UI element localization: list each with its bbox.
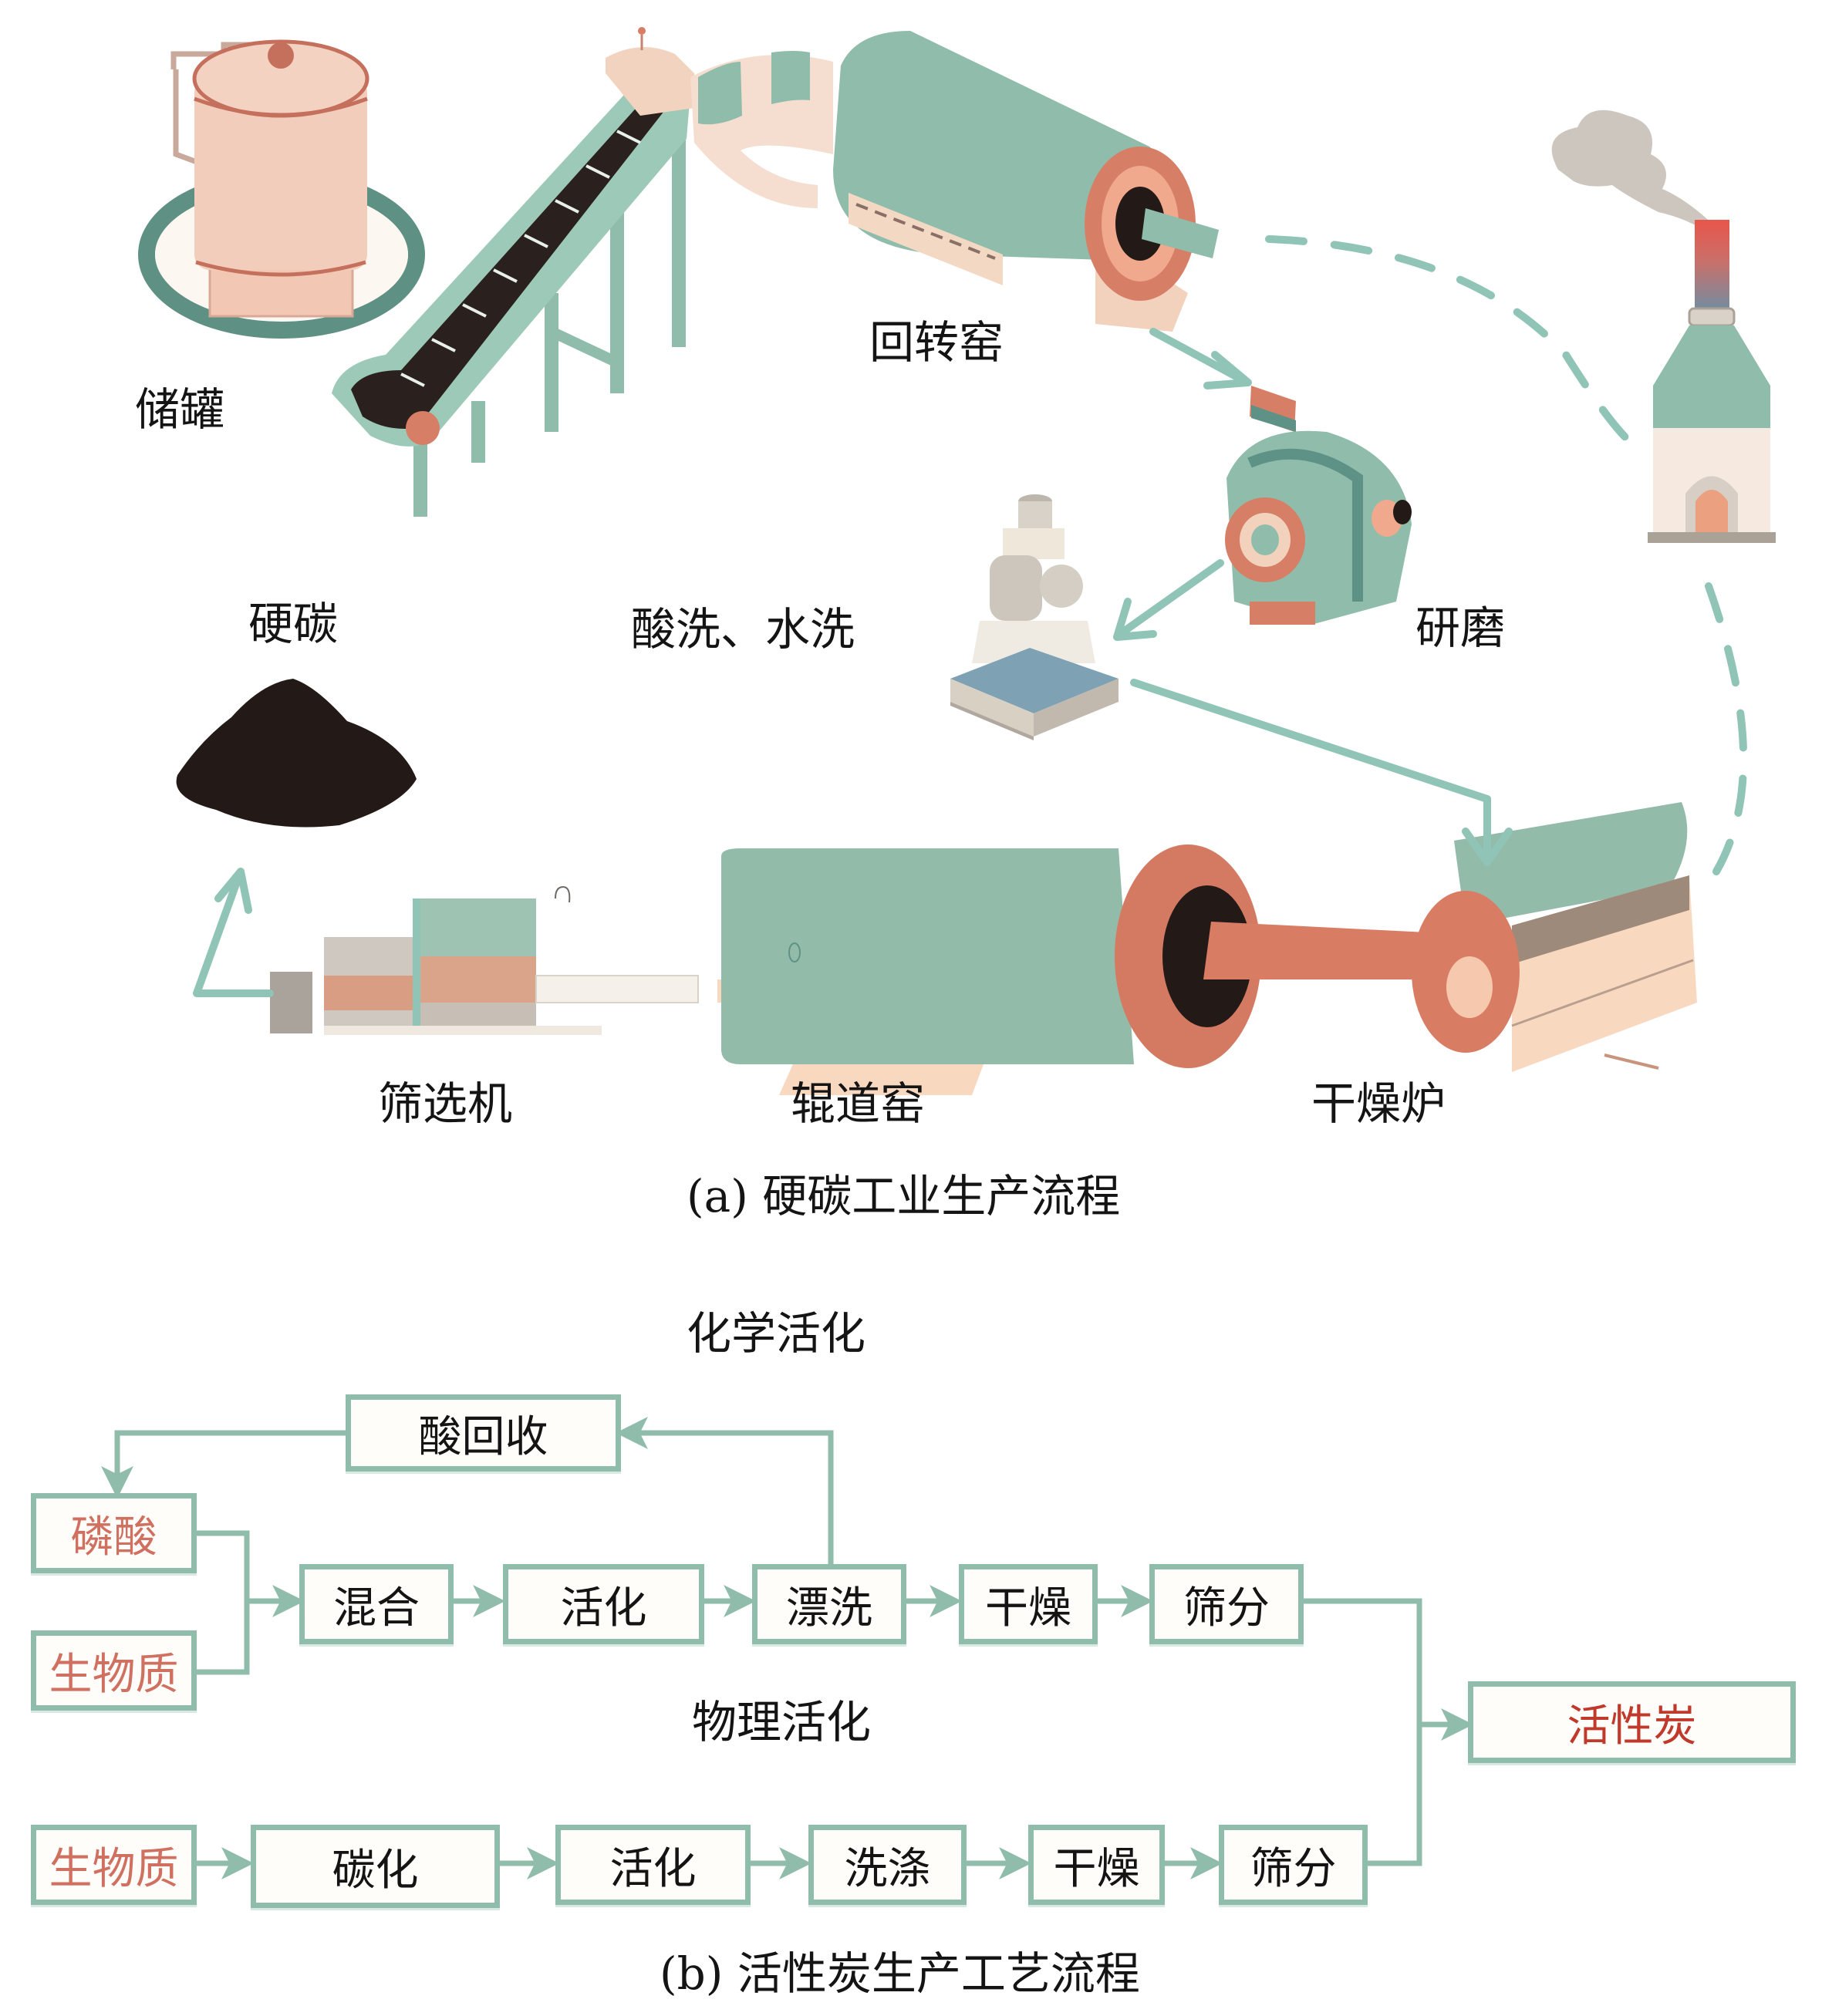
grinder	[1225, 386, 1412, 625]
exhaust-dashed-lines	[1265, 235, 1748, 875]
connector-chem-to-output	[1304, 1598, 1422, 1866]
box-chem-step-sieve: 筛分	[1149, 1564, 1304, 1644]
box-phosphoric-acid: 磷酸	[31, 1493, 197, 1573]
label-storage-tank: 储罐	[135, 383, 225, 436]
drying-furnace	[1412, 802, 1697, 1072]
connector-rinse-to-recovery	[616, 1417, 834, 1564]
chimney	[1551, 110, 1776, 543]
connector-recovery-to-acid	[101, 1430, 346, 1499]
title-physical-activation: 物理活化	[692, 1696, 872, 1748]
connector-acid-merge	[197, 1530, 250, 1675]
label-rotary-kiln: 回转窑	[869, 316, 1004, 369]
box-acid-recovery: 酸回收	[346, 1394, 621, 1472]
box-phys-step-carbonize: 碳化	[251, 1825, 500, 1908]
title-chemical-activation: 化学活化	[687, 1307, 866, 1360]
box-phys-step-wash: 洗涤	[808, 1825, 967, 1905]
box-phys-step-sieve: 筛分	[1219, 1825, 1368, 1905]
box-phys-step-activate: 活化	[555, 1825, 751, 1905]
arrow-screen-to-carbon	[193, 871, 274, 997]
box-chem-step-mix: 混合	[299, 1564, 454, 1644]
rotary-kiln	[833, 31, 1219, 332]
box-activated-carbon: 活性炭	[1468, 1681, 1796, 1763]
arrow-washer-to-dryer	[1130, 679, 1491, 860]
label-hard-carbon: 硬碳	[248, 598, 339, 650]
hard-carbon-pile	[176, 679, 417, 828]
box-chem-step-rinse: 漂洗	[752, 1564, 906, 1644]
box-biomass-physical: 生物质	[31, 1825, 197, 1905]
screening-machine	[270, 885, 699, 1035]
caption-part-b: (b) 活性炭生产工艺流程	[660, 1947, 1140, 2000]
caption-part-a: (a) 硬碳工业生产流程	[687, 1170, 1121, 1222]
flow-arrows	[193, 328, 1513, 997]
roller-kiln	[717, 844, 1442, 1095]
box-biomass-chemical: 生物质	[31, 1630, 197, 1711]
hard-carbon-process-illustration	[138, 27, 1776, 1095]
washer	[950, 494, 1119, 740]
feed-duct	[690, 51, 833, 208]
label-drying-furnace: 干燥炉	[1311, 1077, 1446, 1130]
box-chem-step-activate: 活化	[503, 1564, 704, 1644]
label-washer: 酸洗、水洗	[631, 603, 855, 656]
conveyor-belt	[332, 27, 694, 517]
arrow-kiln-to-grinder	[1149, 328, 1250, 386]
label-screening-machine: 筛选机	[378, 1077, 513, 1130]
label-roller-kiln: 辊道窑	[791, 1077, 926, 1130]
box-chem-step-dry: 干燥	[959, 1564, 1098, 1644]
box-phys-step-dry: 干燥	[1028, 1825, 1165, 1905]
label-grinder: 研磨	[1415, 602, 1506, 654]
storage-tank	[138, 39, 425, 339]
arrow-grinder-to-washer	[1119, 559, 1224, 636]
